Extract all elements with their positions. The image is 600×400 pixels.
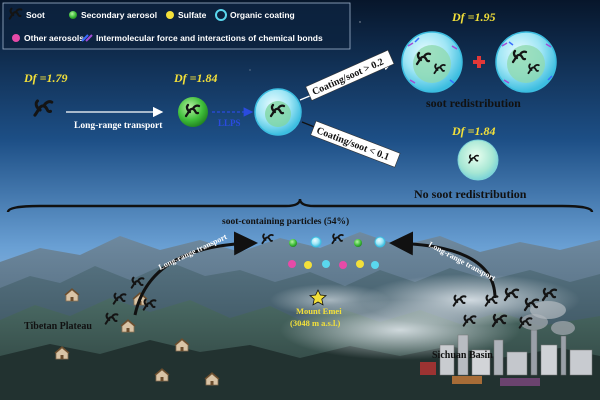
soot-containing-label: soot-containing particles (54%) bbox=[222, 216, 349, 227]
transport-arrow-right bbox=[389, 231, 497, 299]
city-industry bbox=[420, 301, 593, 386]
svg-text:Df =1.84: Df =1.84 bbox=[451, 124, 496, 138]
legend-interaction: Intermolecular force and interactions of… bbox=[96, 33, 323, 43]
site-altitude-label: (3048 m a.s.l.) bbox=[290, 318, 340, 328]
legend-organic: Organic coating bbox=[230, 10, 295, 20]
soot-redistribution-label: soot redistribution bbox=[426, 96, 521, 110]
df-redistributed-label: Df =1.95 bbox=[451, 10, 496, 24]
summit-particle-row bbox=[261, 233, 386, 269]
legend-soot: Soot bbox=[26, 10, 45, 20]
df-coated-label: Df =1.84 bbox=[173, 71, 218, 85]
legend-secondary: Secondary aerosol bbox=[81, 10, 157, 20]
other-aerosols-legend-icon bbox=[12, 34, 20, 42]
transport-arrow-left bbox=[133, 231, 258, 316]
svg-text:Df =1.79: Df =1.79 bbox=[23, 71, 68, 85]
sulfate-legend-icon bbox=[166, 11, 174, 19]
summary-brace bbox=[6, 198, 594, 213]
legend-sulfate: Sulfate bbox=[178, 10, 207, 20]
redistributed-particle-a bbox=[401, 31, 463, 93]
plus-sign-icon bbox=[473, 56, 485, 68]
coated-particle bbox=[178, 97, 208, 127]
region-left-label: Tibetan Plateau bbox=[24, 321, 92, 332]
site-name-label: Mount Emei bbox=[296, 306, 342, 316]
unredistributed-particle bbox=[457, 139, 499, 181]
interaction-legend-icon bbox=[81, 34, 93, 42]
redistributed-particle-b bbox=[495, 31, 557, 93]
site-star-icon bbox=[309, 289, 327, 306]
llps-particle bbox=[254, 88, 302, 136]
svg-text:Df =1.84: Df =1.84 bbox=[173, 71, 218, 85]
long-range-transport-label: Long-range transport bbox=[74, 121, 163, 131]
legend-other: Other aerosols bbox=[24, 33, 84, 43]
df-no-redistribution-label: Df =1.84 bbox=[451, 124, 496, 138]
region-right-label: Sichuan Basin bbox=[432, 350, 493, 361]
svg-text:Df =1.95: Df =1.95 bbox=[451, 10, 496, 24]
no-soot-redistribution-label: No soot redistribution bbox=[414, 187, 527, 201]
secondary-aerosol-legend-icon bbox=[69, 11, 77, 19]
df-initial-label: Df =1.79 bbox=[23, 71, 68, 85]
llps-label: LLPS bbox=[218, 118, 241, 128]
legend: Soot Secondary aerosol Sulfate Organic c… bbox=[2, 2, 351, 50]
organic-coating-legend-icon bbox=[215, 9, 227, 21]
